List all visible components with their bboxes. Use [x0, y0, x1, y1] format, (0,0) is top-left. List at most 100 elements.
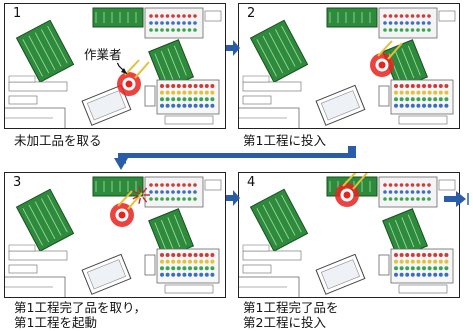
arrow-shape: [226, 40, 240, 56]
rack-part: [410, 97, 415, 102]
fixture: [378, 85, 390, 107]
rack-part: [182, 253, 187, 257]
rack-part: [433, 103, 438, 108]
caption-line: 第2工程に投入: [243, 315, 326, 330]
indicator-dot: [399, 190, 404, 194]
rack-part: [199, 259, 204, 264]
indicator-dot: [394, 28, 398, 32]
material-bin: [81, 253, 132, 295]
indicator-dot: [383, 28, 387, 32]
material-bin: [81, 84, 132, 126]
rack-part: [160, 253, 164, 257]
indicator-dot: [165, 14, 170, 18]
step-3-panel: 3: [4, 172, 226, 298]
indicator-dot: [410, 190, 415, 194]
work-mark: [138, 186, 142, 193]
worker-head: [343, 191, 351, 199]
rack-part: [188, 97, 192, 102]
machine-body: [326, 7, 378, 28]
rack-part: [160, 272, 164, 277]
rack-part: [182, 272, 187, 277]
rack-part: [210, 253, 215, 257]
bin-inner: [320, 259, 360, 290]
indicator-dot: [416, 183, 420, 187]
caption-line: 第1工程完了品を: [243, 300, 339, 315]
indicator-dot: [165, 21, 170, 25]
worker-head: [125, 80, 133, 88]
label-box: [8, 75, 36, 83]
machine-stripe: [407, 214, 421, 245]
machine-stripe: [47, 25, 68, 64]
indicator-dot: [399, 28, 404, 32]
indicator-dot: [165, 28, 170, 32]
rack-part: [422, 97, 426, 102]
rack-part: [405, 272, 410, 277]
indicator-dot: [149, 28, 153, 32]
indicator-dot: [427, 21, 431, 25]
rack-part: [199, 84, 204, 88]
indicator-dot: [388, 14, 393, 18]
indicator-dot: [388, 190, 393, 194]
machine-stripe: [34, 32, 56, 70]
indicator-dot: [416, 28, 420, 32]
machine-stripe: [41, 29, 62, 67]
rack-part: [410, 90, 415, 95]
material-bin: [315, 84, 366, 126]
indicator-dot: [193, 190, 197, 194]
rack-part: [176, 272, 181, 277]
indicator-dot: [427, 197, 431, 201]
work-mark: [142, 196, 148, 203]
work-mark: [132, 195, 139, 200]
label-box: [242, 95, 272, 105]
rack-part: [210, 84, 215, 88]
rack-part: [438, 103, 443, 108]
left-machine: [249, 188, 309, 252]
rack-part: [199, 97, 204, 102]
rack-part: [171, 97, 176, 102]
rack-part: [210, 272, 215, 277]
indicator-dot: [160, 14, 164, 18]
rack-part: [433, 84, 438, 88]
rack-part: [165, 84, 170, 88]
worker: [335, 173, 368, 207]
step-number: 4: [247, 175, 256, 190]
rack-part: [394, 253, 398, 257]
rack-part: [165, 90, 170, 95]
worker-arm: [127, 192, 143, 210]
rack-part: [176, 90, 181, 95]
label-box: [242, 250, 302, 261]
rack-part: [199, 272, 204, 277]
control-panel: [144, 176, 222, 208]
indicator-dot: [421, 28, 426, 32]
rack-part: [427, 266, 432, 271]
indicator-dot: [149, 190, 153, 194]
machine-stripe: [407, 45, 421, 76]
label-box: [204, 10, 222, 22]
cell-layout-illustration: [239, 7, 456, 128]
rack-part: [394, 259, 398, 264]
indicator-dot: [165, 190, 170, 194]
machine-stripe: [160, 50, 174, 81]
indicator-dot: [399, 14, 404, 18]
indicator-dot: [394, 183, 398, 187]
rack-part: [171, 103, 176, 108]
indicator-dot: [388, 197, 393, 201]
rack-part: [176, 259, 181, 264]
step-2-panel: 2: [238, 3, 460, 129]
rack-part: [405, 266, 410, 271]
rack-part: [394, 272, 398, 277]
rack-part: [182, 84, 187, 88]
rack-part: [188, 253, 192, 257]
indicator-dot: [405, 14, 409, 18]
rack-part: [210, 266, 215, 271]
label-box: [8, 250, 68, 261]
arrow-right-icon: [226, 40, 240, 56]
machine-stripe: [28, 204, 50, 243]
indicator-dot: [176, 183, 181, 187]
indicator-dot: [193, 183, 197, 187]
machine-stripe: [47, 194, 68, 233]
indicator-dot: [405, 183, 409, 187]
indicator-dot: [160, 190, 164, 194]
indicator-dot: [383, 21, 387, 25]
rack-part: [433, 97, 438, 102]
